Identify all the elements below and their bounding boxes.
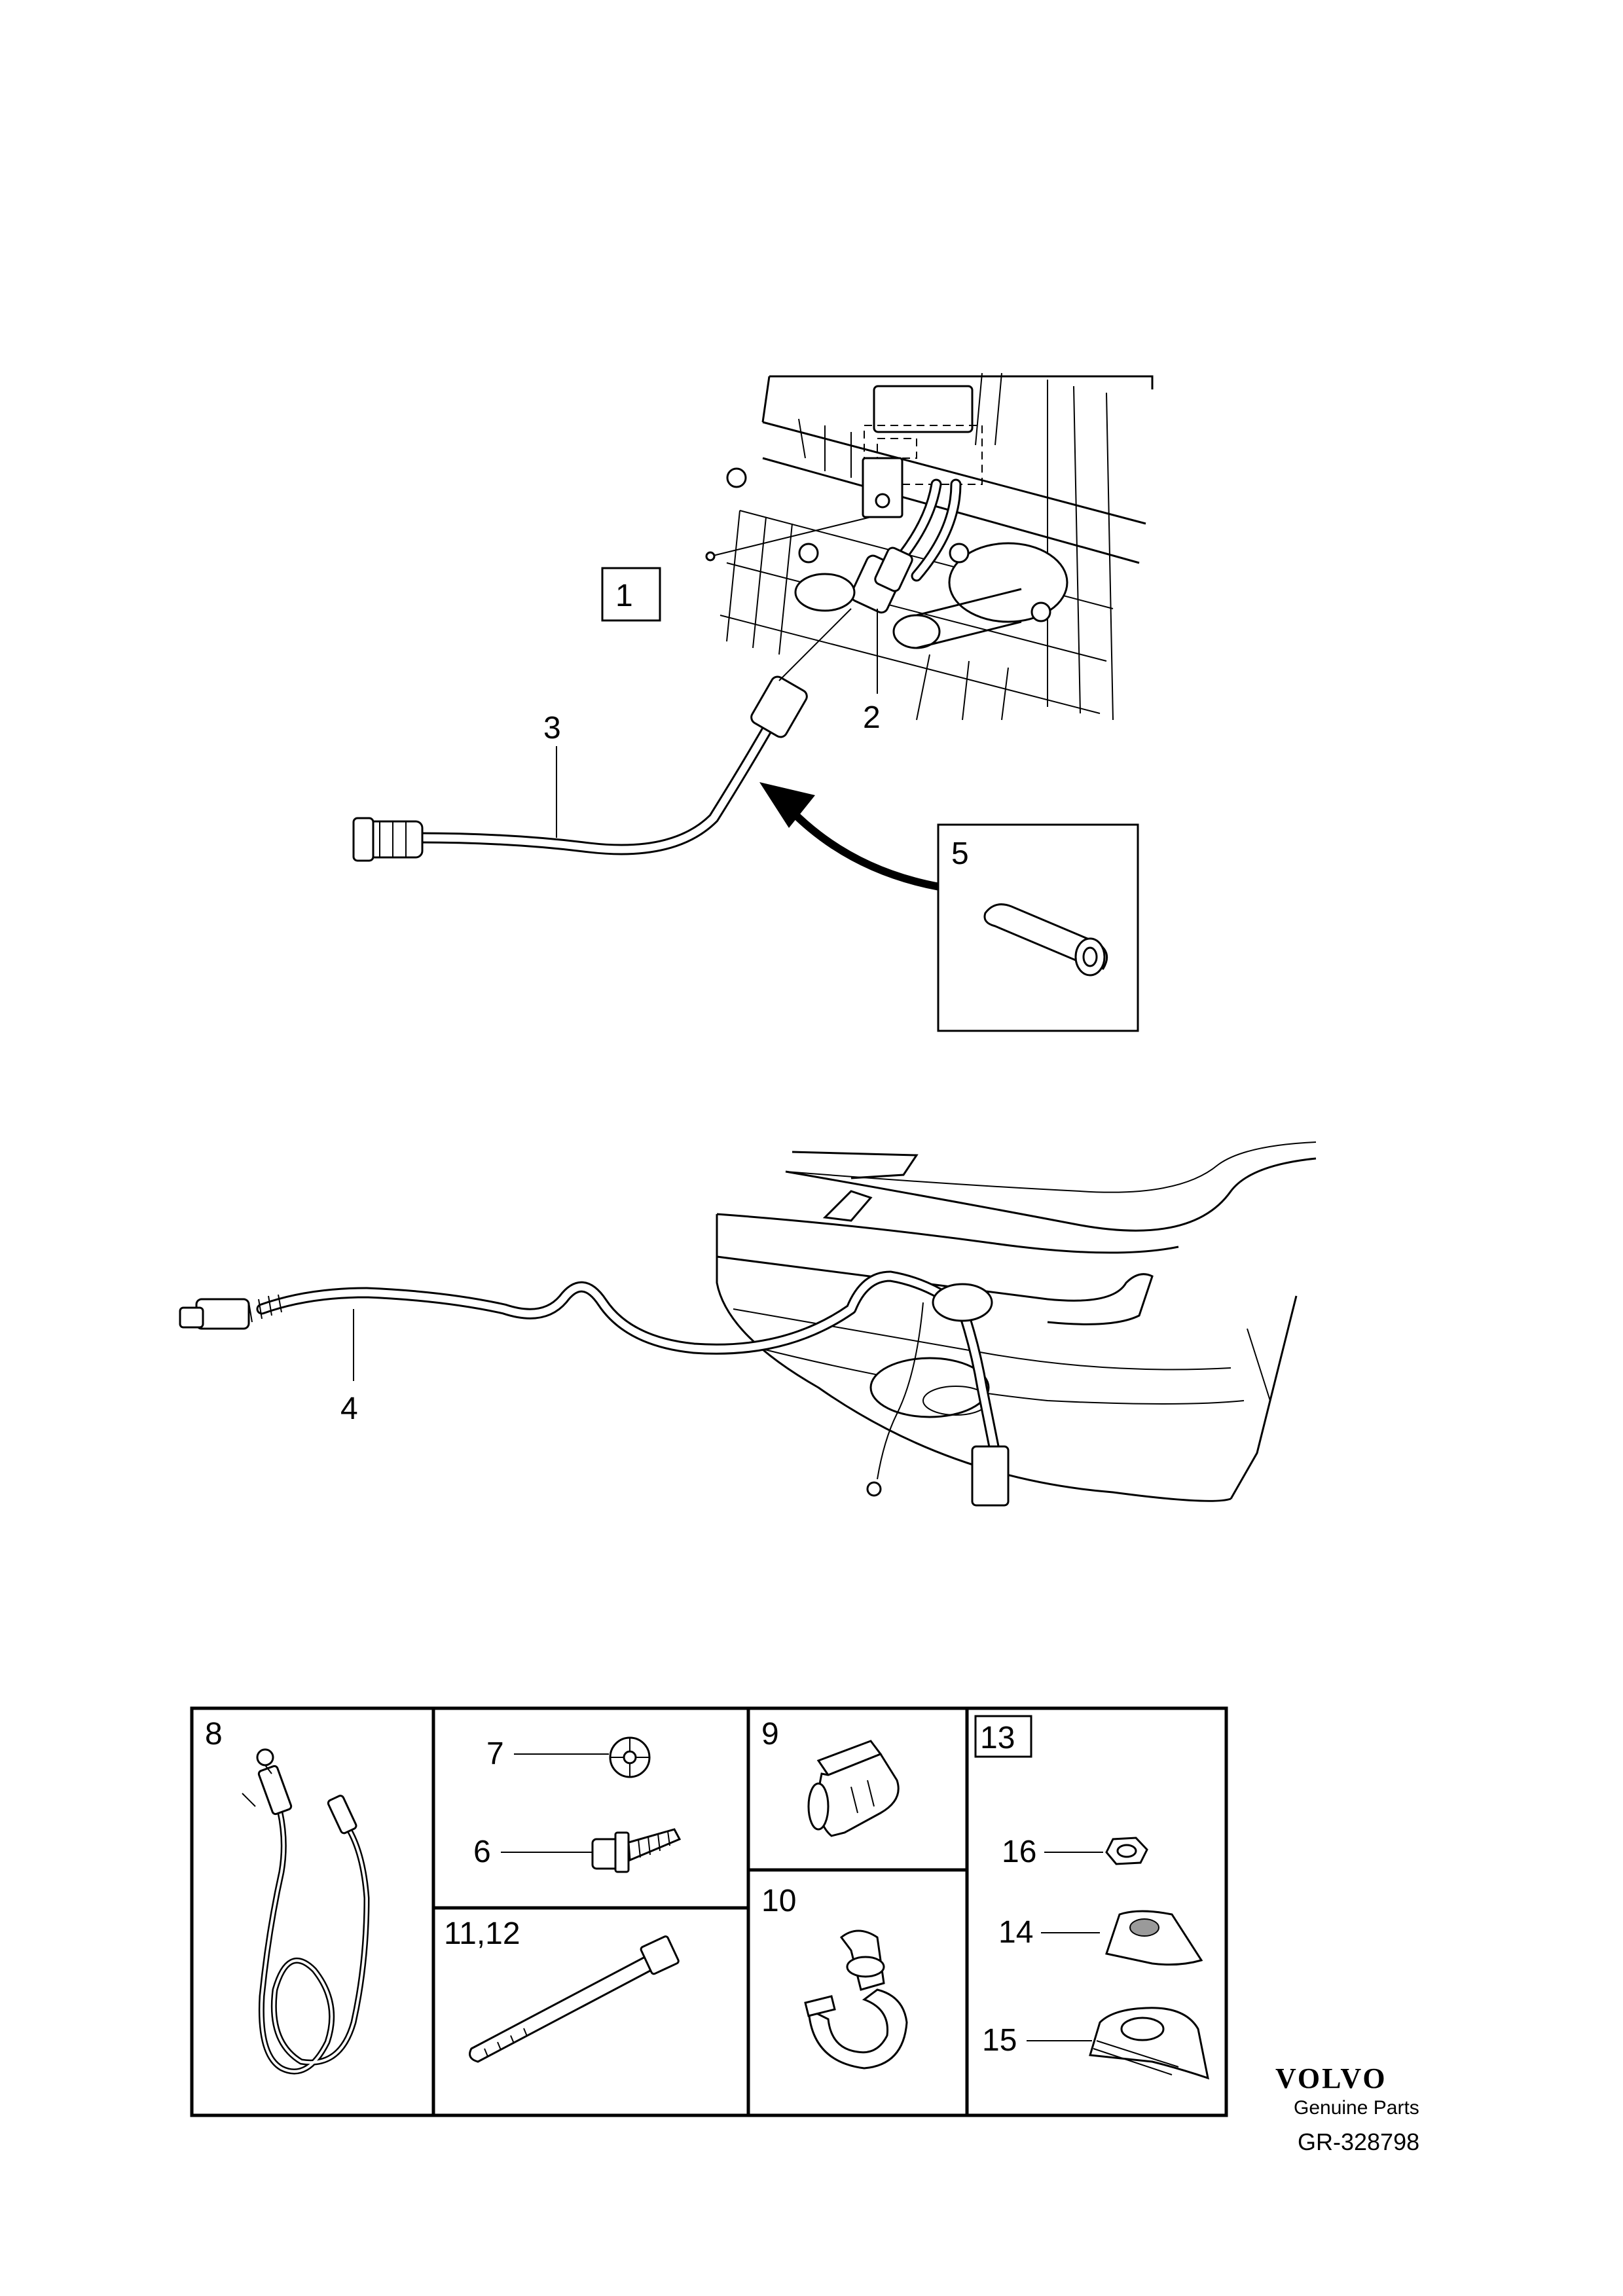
callout-6: 6 <box>473 1835 491 1869</box>
grommet-part-15 <box>1089 2007 1209 2080</box>
callout-7: 7 <box>486 1736 504 1771</box>
callout-10: 10 <box>761 1884 796 1918</box>
callout-11-12: 11,12 <box>444 1916 520 1951</box>
brand-subtitle: Genuine Parts <box>1294 2097 1419 2119</box>
grommet-part-14 <box>1105 1910 1203 1966</box>
volvo-logo: VOLVO <box>1275 2062 1387 2094</box>
sensor-cable-4 <box>179 1270 1010 1507</box>
clip-part-5 <box>983 903 1108 977</box>
cable-tie-part-11-12 <box>469 1935 680 2063</box>
arrow-head-icon <box>759 782 815 828</box>
engine-bay-illustration <box>705 372 1154 721</box>
callout-8: 8 <box>205 1717 223 1751</box>
parts-table <box>190 1706 1228 2117</box>
callout-14: 14 <box>998 1915 1033 1950</box>
callout-16: 16 <box>1002 1835 1036 1869</box>
callout-9: 9 <box>761 1717 779 1751</box>
clamp-part-10 <box>804 1929 908 2070</box>
callout-1-box <box>601 567 661 622</box>
callout-13-box <box>974 1715 1032 1758</box>
callout-13: 13 <box>980 1721 1015 1755</box>
diagram-reference: GR-328798 <box>1298 2128 1419 2155</box>
bumper-illustration <box>716 1141 1317 1502</box>
washer-part-7 <box>609 1736 651 1778</box>
sensor-cable-3 <box>352 608 852 862</box>
nut-part-16 <box>1105 1837 1148 1865</box>
callout-5: 5 <box>951 836 969 871</box>
clip-part-9 <box>807 1740 900 1837</box>
callout-3: 3 <box>543 711 561 745</box>
callout-4: 4 <box>340 1391 358 1426</box>
callout-1: 1 <box>615 579 633 613</box>
callout-2: 2 <box>863 700 881 735</box>
cable-part-8 <box>242 1748 370 2075</box>
arrow-icon <box>789 808 941 891</box>
callout-15: 15 <box>982 2023 1017 2058</box>
bolt-part-6 <box>591 1828 682 1873</box>
